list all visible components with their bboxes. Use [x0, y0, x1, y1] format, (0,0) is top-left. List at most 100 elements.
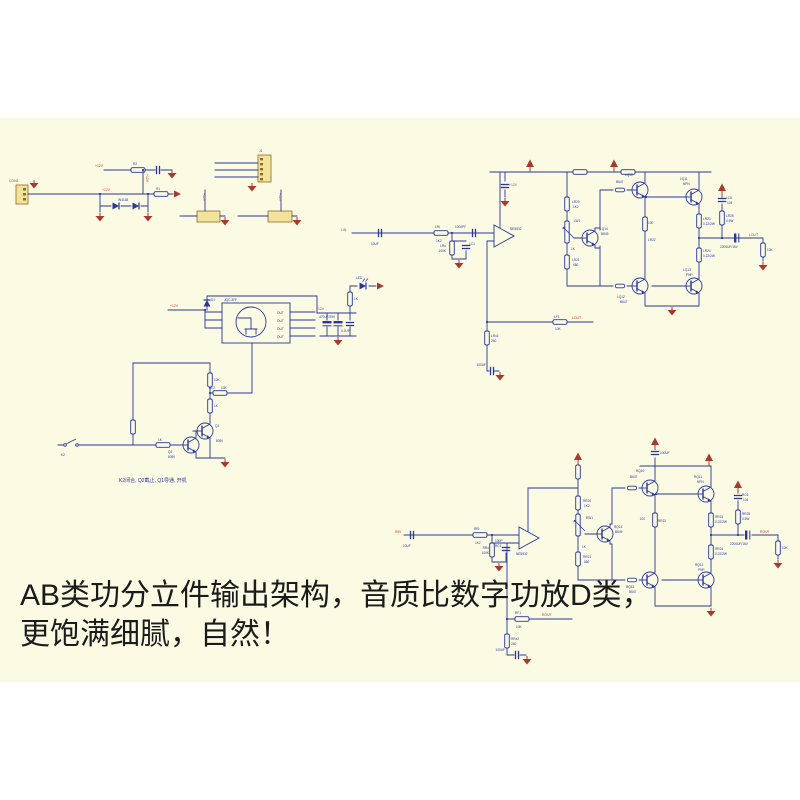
label-lq12: LQ12 — [617, 295, 625, 299]
resistor — [207, 372, 213, 388]
resistor-lf1 — [552, 319, 568, 325]
label-rr21-val: 680 — [584, 560, 590, 564]
label-out: OUT — [277, 327, 284, 331]
caption-line2: 更饱满细腻，自然！ — [20, 618, 290, 651]
resistor-r1 — [153, 191, 169, 197]
label-rload: 10K — [782, 546, 789, 550]
label-rr24-val: 0.22/2W — [715, 552, 727, 556]
opamp-left — [493, 224, 515, 248]
label-cboot-val: 100UF — [660, 451, 670, 455]
label-rri: RRi — [474, 527, 480, 531]
label-lr24: LR24 — [703, 249, 711, 253]
label-led: LED — [356, 276, 363, 280]
resistor-load — [775, 540, 781, 556]
relay-coil — [235, 306, 267, 338]
label-lr21-val: 680 — [573, 263, 579, 267]
label-r2: R2 — [133, 162, 137, 166]
switch-blade — [65, 438, 77, 445]
right-channel-amplifier: RIN 10UF RRi 1K2 RRo 100K 100P RC1 NE553… — [395, 437, 789, 665]
label-rro: RRo — [483, 546, 490, 550]
label-lq11-type: NPN — [683, 182, 690, 186]
label-rro-val: 100K — [482, 551, 490, 555]
net-label-lin: LIN — [341, 228, 347, 232]
label-lr25-val: 0.5W — [726, 219, 733, 223]
label-cout-val: 2200UF/16V — [720, 245, 739, 249]
label-rrx2-val: 240 — [511, 642, 517, 646]
label-j1: J1 — [259, 149, 263, 153]
resistor-rail — [572, 169, 588, 175]
label-out: OUT — [277, 311, 284, 315]
resistor-base — [615, 187, 625, 193]
label-q2: Q2 — [168, 450, 172, 454]
resistor-lro — [449, 240, 455, 256]
resistor-load — [760, 242, 766, 258]
relay-contact-k2 — [267, 210, 293, 223]
resistor-rr20 — [575, 495, 581, 511]
resistor-lr20 — [564, 196, 570, 212]
label-rr20-val: 1K2 — [584, 504, 590, 508]
label-diodes: IN4148 — [118, 198, 129, 202]
resistor-rr24 — [708, 544, 714, 560]
label-lr20: LR20 — [572, 200, 580, 204]
resistor-lrx2 — [484, 330, 490, 346]
label-r1: R1 — [156, 187, 160, 191]
label-rc1: RC1 — [495, 544, 502, 548]
label-rf1-val: 10K — [516, 625, 523, 629]
resistor-base — [155, 442, 171, 448]
label-lq13-type: PNP — [686, 273, 693, 277]
label-cin-val: 10UF — [371, 242, 379, 246]
net-label-rin: RIN — [395, 530, 401, 534]
label-rw1: RW1 — [586, 516, 593, 520]
label-lr24-val: 0.22/2W — [703, 254, 715, 258]
label-lc6-val: 104 — [727, 201, 733, 205]
resistor-led — [347, 291, 353, 307]
label-rr23-val: 0.22/2W — [715, 520, 727, 524]
resistor-lri — [433, 230, 449, 236]
label-lc6: LC6 — [726, 196, 732, 200]
resistor-base — [627, 485, 637, 491]
resistor-rr22 — [652, 512, 658, 528]
resistor — [207, 398, 213, 414]
label-lr20-val: 1K2 — [573, 205, 579, 209]
label-rr22: RR22 — [658, 519, 666, 523]
label-out: OUT — [277, 319, 284, 323]
label-rled: 1K — [354, 297, 359, 301]
label-lrx2-val: 240 — [491, 339, 497, 343]
label-q2-type: 8050 — [168, 455, 175, 459]
resistor-rr25 — [735, 509, 741, 525]
label-rr20: RR20 — [583, 499, 591, 503]
label-lq14-type: B649 — [601, 232, 609, 236]
label-lr25: LR25 — [726, 214, 734, 218]
label-lri-val: 1K2 — [436, 239, 442, 243]
opamp-right — [518, 526, 540, 550]
resistor-lr23 — [696, 213, 702, 229]
label-rr22-val: 100 — [640, 517, 646, 521]
label-lr23-val: 0.22/2W — [703, 222, 715, 226]
net-label: +12V — [316, 307, 325, 311]
label-rl2-val: 10K — [221, 386, 228, 390]
label-lq10: LQ10 — [625, 173, 633, 177]
power-input-section: CON1 +12V R1 +12V R2 +12V IN4148 — [9, 162, 181, 222]
net-label-vcc: +12V — [509, 183, 518, 187]
label-lro-val: 100K — [439, 249, 447, 253]
label-rr25: RR25 — [742, 512, 750, 516]
label-lf1: LF1 — [554, 315, 560, 319]
label-cin-val: 10UF — [403, 544, 411, 548]
label-cap: 0.1UF — [341, 329, 350, 333]
label-lrx2: LRx2 — [491, 334, 499, 338]
label-rc1-val: 100P — [495, 539, 502, 543]
resistor-rr23 — [708, 512, 714, 528]
net-label: +12V — [170, 304, 179, 308]
label-cfb-val: 100UF — [476, 363, 486, 367]
label-rq11: RQ11 — [694, 475, 702, 479]
label-opamp: NE5532 — [516, 552, 528, 556]
label-rload: 10K — [767, 248, 774, 252]
label-rmid: 1K — [214, 404, 219, 408]
resistor-rro — [489, 542, 495, 558]
label-lr22-val: 100 — [648, 221, 654, 225]
label-rq12: RQ12 — [626, 585, 635, 589]
caption: AB类功分立件输出架构，音质比数字功放D类， 更饱满细腻，自然！ — [20, 579, 652, 651]
label-rq10: RQ10 — [636, 469, 645, 473]
